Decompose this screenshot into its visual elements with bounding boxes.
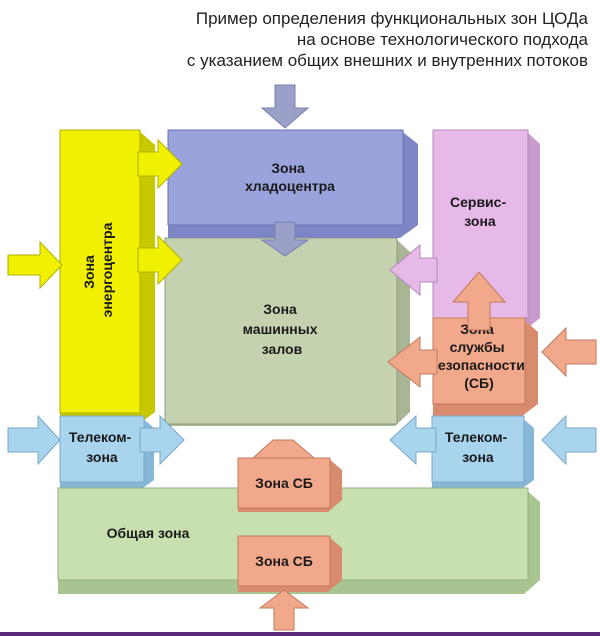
- title-line-2: на основе технологического подхода: [296, 30, 588, 49]
- sb-upper-label: Зона СБ: [255, 475, 313, 491]
- cooling-label: Зона хладоцентра: [245, 160, 335, 194]
- arrow-telecom-left-to-machine: [139, 414, 185, 466]
- zone-telecom-right: Телеком- зона: [431, 415, 534, 490]
- arrow-energy-to-cooling: [137, 138, 183, 190]
- zone-security: Зона службы безопасности (СБ): [429, 317, 538, 416]
- arrow-security-to-service: [451, 271, 507, 331]
- arrow-in-energy: [7, 240, 63, 290]
- service-label: Сервис- зона: [450, 194, 510, 229]
- telecom-right-label: Телеком- зона: [445, 429, 511, 465]
- arrow-cooling-to-machine: [260, 221, 310, 257]
- zone-sb-upper: Зона СБ: [237, 439, 342, 512]
- arrow-security-to-machine: [387, 335, 438, 389]
- arrow-energy-to-machine: [137, 234, 183, 286]
- title-line-1: Пример определения функциональных зон ЦО…: [195, 9, 588, 28]
- arrow-service-to-machine: [389, 243, 438, 297]
- zone-cooling-center: Зона хладоцентра: [167, 129, 418, 238]
- zone-energy-center: Зона энергоцентра: [59, 129, 155, 425]
- arrow-in-cooling: [260, 84, 310, 129]
- arrow-in-telecom-right: [541, 414, 597, 466]
- diagram-title: Пример определения функциональных зон ЦО…: [68, 8, 588, 71]
- common-label: Общая зона: [107, 525, 190, 541]
- sb-lower-label: Зона СБ: [255, 553, 313, 569]
- arrow-telecom-right-to-machine: [389, 414, 437, 466]
- arrow-in-telecom-left: [7, 414, 61, 466]
- machine-label: Зона машинных залов: [243, 301, 322, 357]
- arrow-in-sb-lower: [258, 589, 310, 631]
- telecom-left-label: Телеком- зона: [69, 429, 135, 465]
- energy-label: Зона энергоцентра: [81, 222, 115, 317]
- zone-machine-halls: Зона машинных залов: [164, 237, 410, 426]
- zone-telecom-left: Телеком- зона: [59, 415, 154, 490]
- arrow-in-security: [541, 326, 597, 378]
- bottom-rule: [0, 632, 600, 636]
- title-line-3: с указанием общих внешних и внутренних п…: [186, 51, 588, 70]
- zone-service: Сервис- зона: [432, 129, 540, 330]
- zone-sb-lower: Зона СБ: [237, 535, 342, 592]
